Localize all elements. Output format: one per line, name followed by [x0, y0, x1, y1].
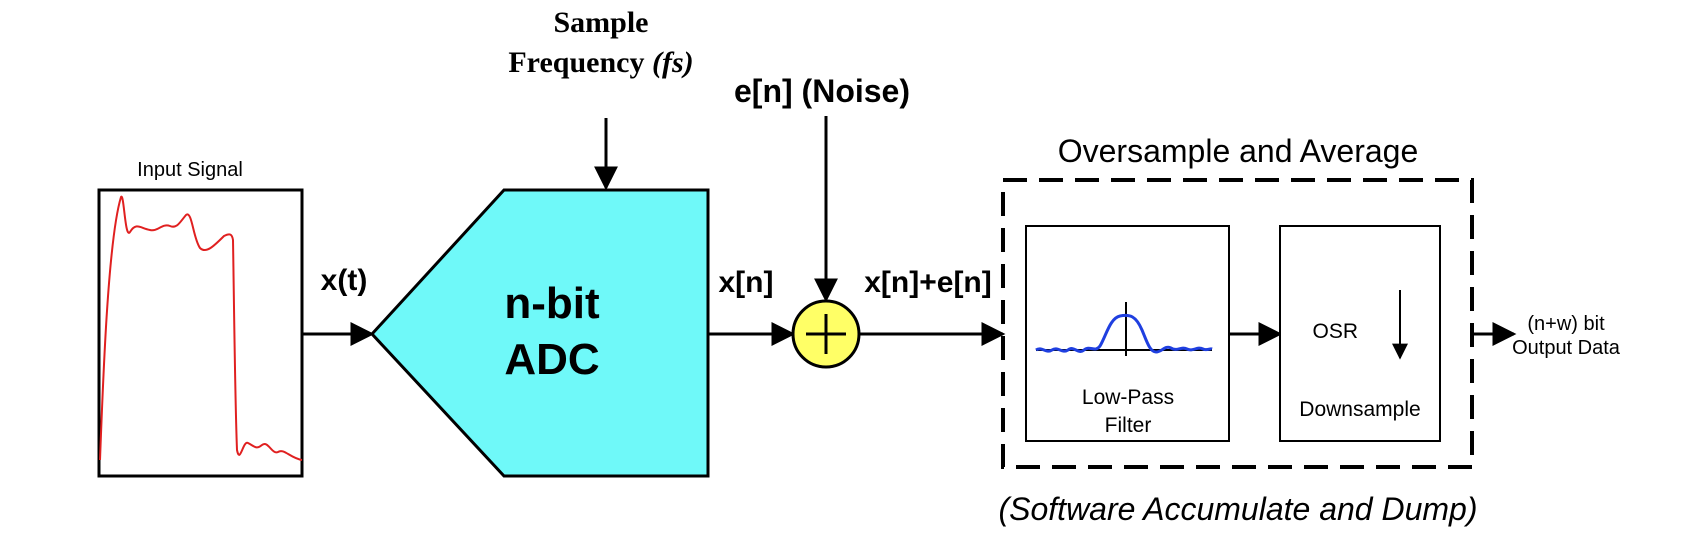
- oversample-title: Oversample and Average: [1058, 133, 1419, 169]
- filter-response-curve: [1035, 313, 1213, 354]
- sample-label: Sample: [553, 6, 648, 39]
- osr-label: OSR: [1312, 320, 1358, 343]
- xn-label: x[n]: [719, 266, 774, 299]
- software-caption: (Software Accumulate and Dump): [998, 491, 1477, 527]
- adc-block: [369, 188, 710, 478]
- input-signal-waveform: [99, 195, 303, 461]
- downsample-label: Downsample: [1299, 398, 1420, 421]
- input-signal-box: [97, 188, 304, 478]
- output-label-line2: Output Data: [1512, 337, 1621, 359]
- xn-en-label: x[n]+e[n]: [864, 266, 992, 299]
- output-label-line1: (n+w) bit: [1527, 313, 1605, 335]
- lowpass-filter-box: [1025, 225, 1230, 442]
- frequency-label: Frequency (fs): [508, 46, 693, 79]
- noise-label: e[n] (Noise): [734, 73, 910, 109]
- lowpass-label-line2: Filter: [1105, 414, 1152, 437]
- downsample-box: [1279, 225, 1441, 442]
- lowpass-label-line1: Low-Pass: [1082, 386, 1174, 409]
- xt-label: x(t): [321, 264, 368, 297]
- input-signal-label: Input Signal: [137, 159, 243, 181]
- oversample-dashed-box: [1001, 178, 1474, 469]
- adc-label-adc: ADC: [504, 335, 599, 384]
- adc-label-bits: n-bit: [504, 279, 600, 328]
